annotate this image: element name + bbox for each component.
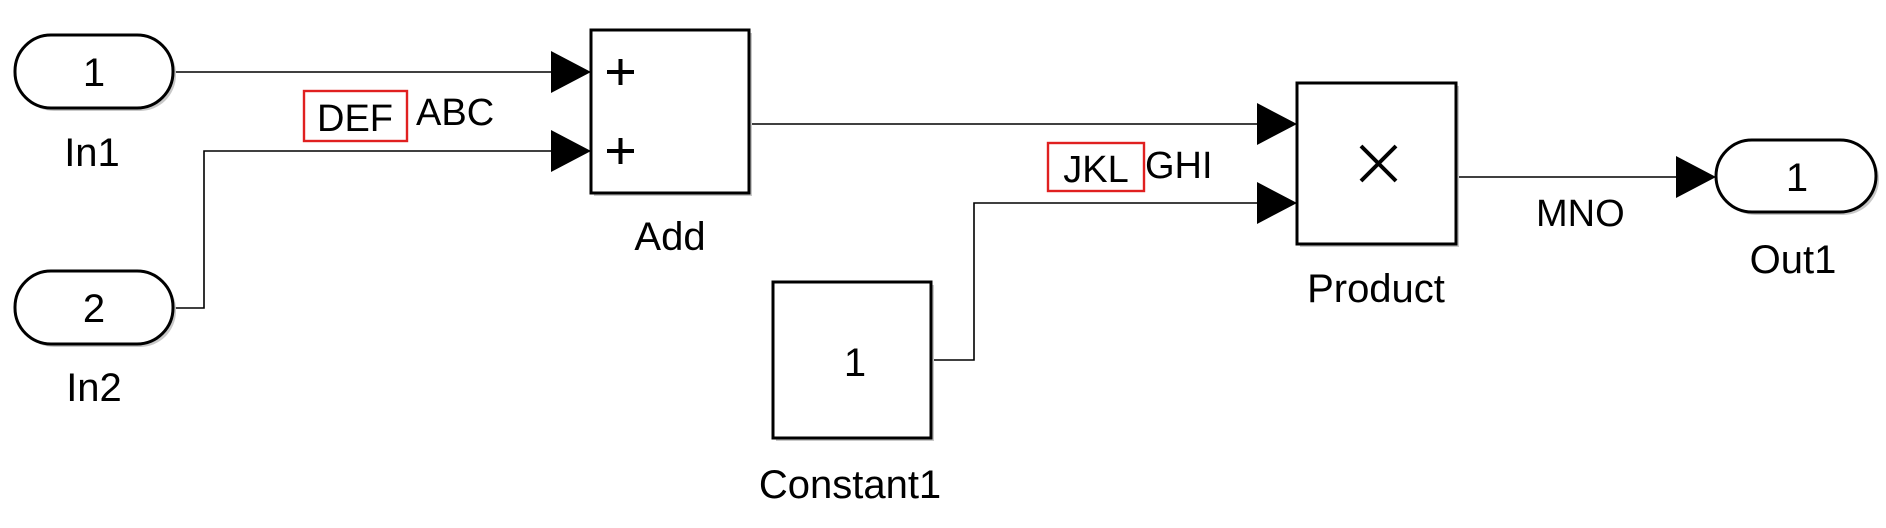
signal-label-in2[interactable]: DEF ABC xyxy=(302,89,494,143)
highlight-box xyxy=(1046,141,1146,193)
constant-block[interactable]: 1 Constant1 xyxy=(759,280,941,507)
signal-label-highlighted: JKL xyxy=(1063,149,1128,191)
outport-out1-number: 1 xyxy=(1786,156,1808,200)
inport-in2-shape[interactable] xyxy=(13,269,175,346)
arrow-icon xyxy=(551,51,591,93)
signal-label-constant[interactable]: JKL GHI xyxy=(1046,141,1213,193)
outport-out1-shape[interactable] xyxy=(1714,138,1878,214)
inport-in2-number: 2 xyxy=(83,287,105,331)
inport-in1-shape[interactable] xyxy=(13,33,175,110)
inport-in2-name[interactable]: In2 xyxy=(66,366,122,410)
signal-add-to-product[interactable] xyxy=(750,103,1297,145)
signal-in2-to-add[interactable] xyxy=(174,130,591,309)
sum-block-add[interactable]: Add xyxy=(589,28,752,259)
signal-in1-to-add[interactable] xyxy=(174,51,591,93)
outport-out1-name[interactable]: Out1 xyxy=(1750,238,1837,282)
signal-label-name[interactable]: ABC xyxy=(416,92,494,134)
signal-label-product-out[interactable]: MNO xyxy=(1536,193,1625,235)
signal-constant-to-product[interactable] xyxy=(934,182,1297,361)
highlight-box xyxy=(302,89,409,143)
sum-block-name[interactable]: Add xyxy=(634,215,705,259)
inport-in2[interactable]: 2 In2 xyxy=(13,269,176,410)
inport-in1-name[interactable]: In1 xyxy=(64,131,120,175)
constant-block-value: 1 xyxy=(844,341,866,385)
arrow-icon xyxy=(1257,103,1297,145)
outport-out1[interactable]: 1 Out1 xyxy=(1714,138,1879,282)
arrow-icon xyxy=(551,130,591,172)
inport-in1-number: 1 xyxy=(83,51,105,95)
product-block[interactable]: Product xyxy=(1295,81,1459,311)
signal-label-highlighted: DEF xyxy=(317,98,393,140)
arrow-icon xyxy=(1676,156,1716,198)
signal-label-name[interactable]: GHI xyxy=(1145,145,1213,187)
plus-sign-icon xyxy=(607,59,634,85)
multiply-icon xyxy=(1359,144,1398,183)
arrow-icon xyxy=(1257,182,1297,224)
constant-block-name[interactable]: Constant1 xyxy=(759,463,941,507)
signal-product-to-out1[interactable] xyxy=(1457,156,1716,198)
constant-block-shape[interactable] xyxy=(771,280,933,440)
product-block-name[interactable]: Product xyxy=(1307,267,1445,311)
inport-in1[interactable]: 1 In1 xyxy=(13,33,176,175)
wire-in2-add[interactable] xyxy=(174,150,552,309)
sum-block-shape[interactable] xyxy=(589,28,751,195)
wire-constant-product[interactable] xyxy=(934,202,1258,361)
plus-sign-icon xyxy=(607,138,634,164)
